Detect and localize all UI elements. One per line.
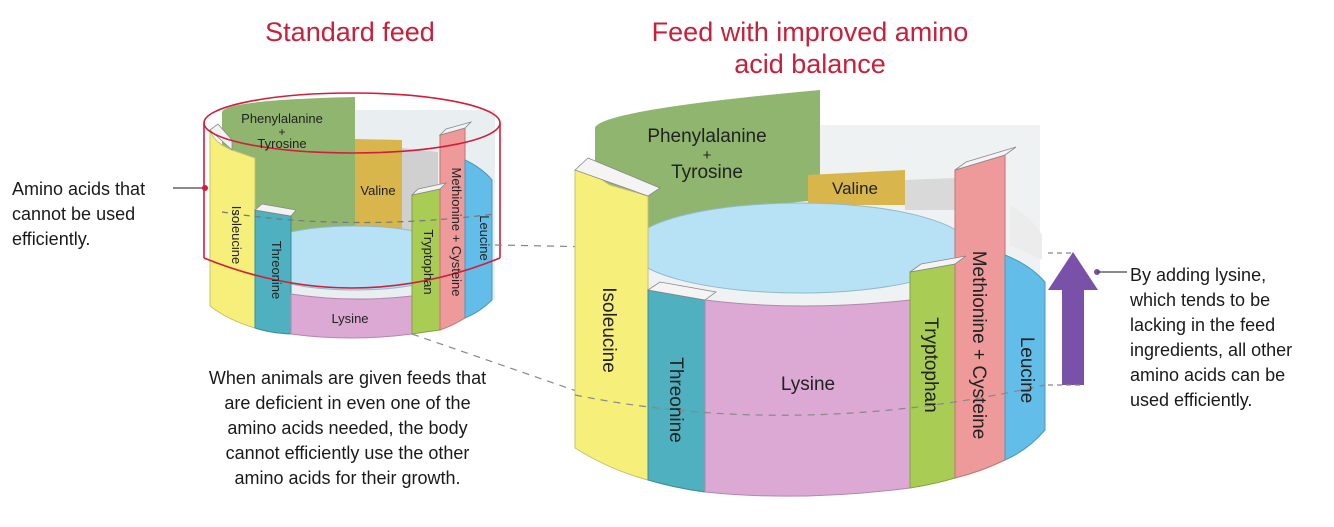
improved-barrel: Phenylalanine + Tyrosine Valine Isoleuci… [574, 90, 1046, 497]
improved-back-rim-right [1010, 205, 1042, 260]
standard-feed-title: Standard feed [265, 17, 435, 47]
note-right-line: used efficiently. [1130, 390, 1253, 410]
standard-highlight-bottom-rim [203, 257, 501, 289]
improved-tryptophan-label: Tryptophan [920, 317, 941, 412]
standard-tryptophan-label: Tryptophan [421, 229, 436, 294]
note-right-line: By adding lysine, [1130, 265, 1267, 285]
standard-valine-label: Valine [360, 183, 395, 198]
improved-leucine-label: Leucine [1016, 337, 1037, 404]
improved-leucine-stave [1004, 254, 1046, 461]
connector-dashed-line [411, 333, 661, 421]
note-left-line: Amino acids that [12, 179, 146, 199]
standard-leucine-label: Leucine [477, 215, 492, 261]
improved-feed-title-line1: Feed with improved amino [651, 17, 969, 47]
improved-feed-title: Feed with improved amino acid balance [590, 16, 1030, 80]
lysine-increase-arrow-icon [1048, 252, 1098, 385]
improved-methionine-cysteine-label: Methionine + Cysteine [968, 251, 989, 440]
note-bottom-line: are deficient in even one of the [224, 393, 471, 413]
deficiency-explanation-note: When animals are given feeds that are de… [175, 366, 520, 491]
standard-stave-top [438, 121, 473, 136]
improved-lysine-label: Lysine [781, 374, 835, 395]
note-right-line: which tends to be [1130, 290, 1271, 310]
note-bottom-line: amino acids for their growth. [234, 468, 461, 488]
note-bottom-line: When animals are given feeds that [208, 368, 487, 388]
standard-stave-top [410, 182, 448, 196]
improved-plus-label: + [703, 147, 712, 164]
improved-phenylalanine-tyrosine-stave [595, 90, 820, 250]
improved-threonine-label: Threonine [665, 357, 686, 443]
improved-phenylalanine-label: Phenylalanine [647, 126, 766, 147]
standard-leucine-stave [464, 159, 493, 319]
lysine-addition-note: By adding lysine, which tends to be lack… [1130, 263, 1330, 413]
note-left-line: efficiently. [12, 229, 91, 249]
left-annotation-dot [202, 185, 208, 191]
standard-barrel: Phenylalanine + Tyrosine Valine Isoleuci… [203, 92, 501, 339]
unused-amino-acids-note: Amino acids that cannot be used efficien… [12, 177, 172, 252]
improved-valine-label: Valine [832, 179, 878, 198]
standard-valine-stave [355, 139, 402, 236]
standard-lysine-label: Lysine [331, 311, 368, 326]
note-bottom-line: cannot efficiently use the other [225, 443, 470, 463]
standard-phenylalanine-label: Phenylalanine [241, 111, 323, 126]
note-right-line: amino acids can be [1130, 365, 1286, 385]
improved-stave-top [954, 146, 1017, 171]
note-left-line: cannot be used [12, 204, 136, 224]
improved-stave-top [574, 157, 661, 197]
improved-lysine-stave [704, 299, 911, 497]
improved-back-stave-gap [905, 178, 955, 210]
improved-tyrosine-label: Tyrosine [671, 162, 743, 183]
improved-level-line [574, 384, 1046, 416]
standard-plus-label: + [278, 125, 285, 139]
improved-isoleucine-label: Isoleucine [598, 287, 619, 373]
improved-feed-title-line2: acid balance [734, 49, 886, 79]
improved-valine-stave [808, 170, 905, 205]
note-bottom-line: amino acids needed, the body [227, 418, 468, 438]
note-right-line: ingredients, all other [1130, 340, 1293, 360]
note-right-line: lacking in the feed [1130, 315, 1276, 335]
standard-isoleucine-label: Isoleucine [229, 206, 244, 265]
standard-tyrosine-label: Tyrosine [257, 136, 306, 151]
standard-methionine-cysteine-label: Methionine + Cysteine [449, 168, 464, 297]
improved-stave-top [646, 281, 717, 301]
improved-stave-top [909, 255, 967, 273]
standard-threonine-label: Threonine [269, 241, 284, 300]
standard-stave-top [254, 203, 297, 217]
standard-level-line [221, 211, 496, 224]
